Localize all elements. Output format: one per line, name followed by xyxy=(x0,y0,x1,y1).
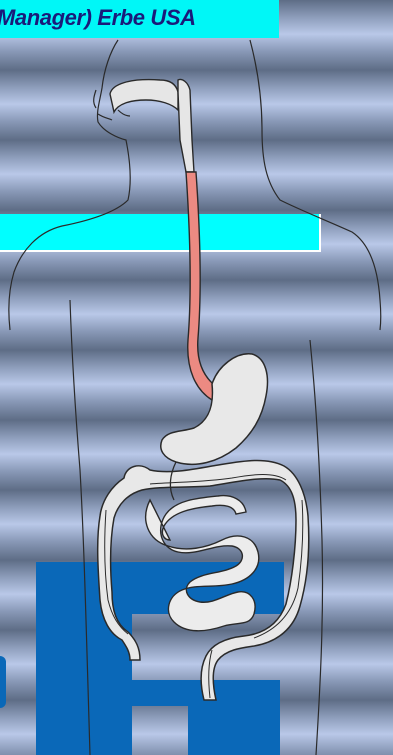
small-intestine xyxy=(146,496,259,631)
body-outline xyxy=(9,40,381,755)
mouth-pharynx xyxy=(110,79,194,172)
esophagus xyxy=(186,172,218,400)
stomach xyxy=(161,354,268,465)
